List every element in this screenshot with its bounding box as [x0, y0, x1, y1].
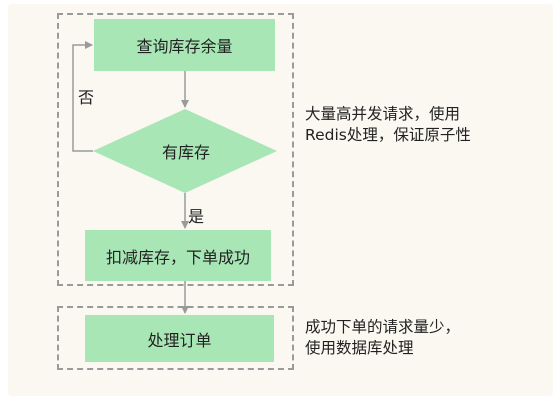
query-stock-label: 查询库存余量 [136, 37, 233, 56]
db-note-line2: 使用数据库处理 [305, 339, 414, 357]
redis-note-line2: Redis处理，保证原子性 [305, 126, 471, 144]
arrow-no-loop [72, 41, 93, 152]
db-note-line1: 成功下单的请求量少， [305, 318, 461, 336]
database-note: 成功下单的请求量少， 使用数据库处理 [305, 317, 460, 359]
process-order-label: 处理订单 [147, 330, 212, 350]
deduct-stock-node: 扣减库存，下单成功 [85, 230, 271, 281]
redis-note-line1: 大量高并发请求，使用 [305, 105, 461, 123]
redis-processing-group [57, 13, 294, 286]
decision-diamond [93, 109, 277, 193]
edge-label-yes: 是 [188, 207, 205, 226]
query-stock-node: 查询库存余量 [94, 19, 275, 71]
edge-label-no: 否 [78, 88, 95, 107]
deduct-stock-label: 扣减库存，下单成功 [105, 247, 250, 267]
has-stock-decision: 有库存 [96, 136, 276, 166]
process-order-node: 处理订单 [85, 315, 274, 362]
has-stock-label: 有库存 [161, 143, 210, 162]
redis-note: 大量高并发请求，使用 Redis处理，保证原子性 [305, 104, 471, 146]
database-processing-group [57, 306, 294, 370]
